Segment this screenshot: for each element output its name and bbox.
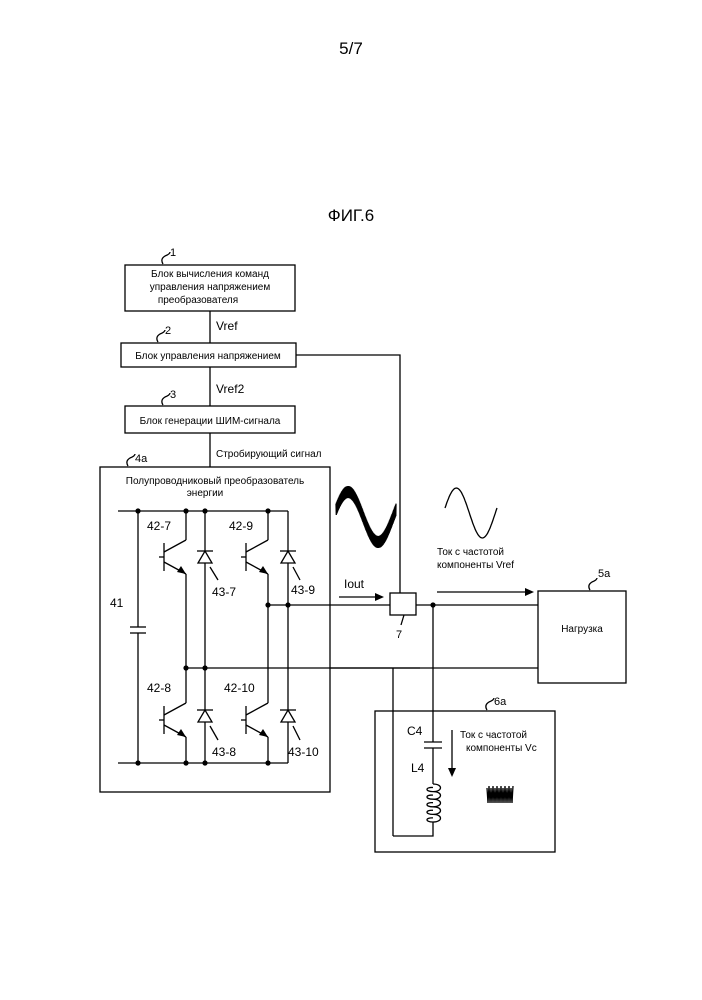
diode-43-10-label: 43-10	[288, 745, 319, 759]
current-vref-label-line-2: компоненты Vref	[437, 560, 514, 571]
block-1-line-2: управления напряжением	[150, 282, 271, 293]
block-1-line-1: Блок вычисления команд	[151, 269, 269, 280]
sine-waveform	[445, 488, 497, 538]
capacitor-41-label: 41	[110, 596, 124, 610]
ref-leader-4a	[127, 454, 135, 466]
page-number: 5/7	[339, 39, 363, 58]
voltage-control-block: Блок управления напряжением	[121, 343, 296, 367]
converter-label-line-1: Полупроводниковый преобразователь	[126, 475, 304, 487]
ref-3: 3	[170, 389, 176, 401]
ref-leader-6a	[486, 698, 494, 710]
ref-leader-2	[157, 330, 165, 342]
diode-43-7-label: 43-7	[212, 585, 236, 599]
vref-label: Vref	[216, 319, 238, 333]
vref2-label: Vref2	[216, 382, 245, 396]
block-3-label: Блок генерации ШИМ-сигнала	[140, 416, 281, 427]
load-label: Нагрузка	[561, 624, 603, 635]
ref-4a: 4a	[135, 453, 148, 465]
semiconductor-converter-block	[100, 467, 330, 792]
pwm-generation-block: Блок генерации ШИМ-сигнала	[125, 406, 295, 433]
iout-label: Iout	[344, 577, 365, 591]
current-vc-label-line-2: компоненты Vc	[466, 743, 537, 754]
figure-title: ФИГ.6	[328, 206, 374, 225]
diode-43-8-label: 43-8	[212, 745, 236, 759]
command-calculation-block: Блок вычисления команд управления напряж…	[125, 265, 295, 311]
current-vref-label-line-1: Ток с частотой	[437, 547, 504, 558]
ref-2: 2	[165, 325, 171, 337]
current-vc-label-line-1: Ток с частотой	[460, 730, 527, 741]
switch-42-7-label: 42-7	[147, 519, 171, 533]
ref-leader-1	[162, 252, 170, 264]
switch-42-10-label: 42-10	[224, 681, 255, 695]
ref-1: 1	[170, 247, 176, 259]
ref-6a: 6a	[494, 696, 507, 708]
switch-42-8-label: 42-8	[147, 681, 171, 695]
block-1-line-3: преобразователя	[158, 294, 238, 306]
ref-leader-5a	[589, 578, 597, 590]
current-sensor	[390, 593, 416, 615]
gate-signal-label: Стробирующий сигнал	[216, 448, 322, 460]
load-block	[538, 591, 626, 683]
leader-7	[401, 615, 404, 625]
switch-42-9-label: 42-9	[229, 519, 253, 533]
l4-label: L4	[411, 761, 425, 775]
ref-leader-3	[162, 393, 170, 405]
converter-label-line-2: энергии	[187, 488, 224, 499]
block-2-label: Блок управления напряжением	[135, 351, 281, 362]
pwm-waveform	[336, 486, 396, 548]
ref-5a: 5a	[598, 568, 611, 580]
sensor-7-label: 7	[396, 629, 402, 641]
c4-label: C4	[407, 724, 423, 738]
diode-43-9-label: 43-9	[291, 583, 315, 597]
